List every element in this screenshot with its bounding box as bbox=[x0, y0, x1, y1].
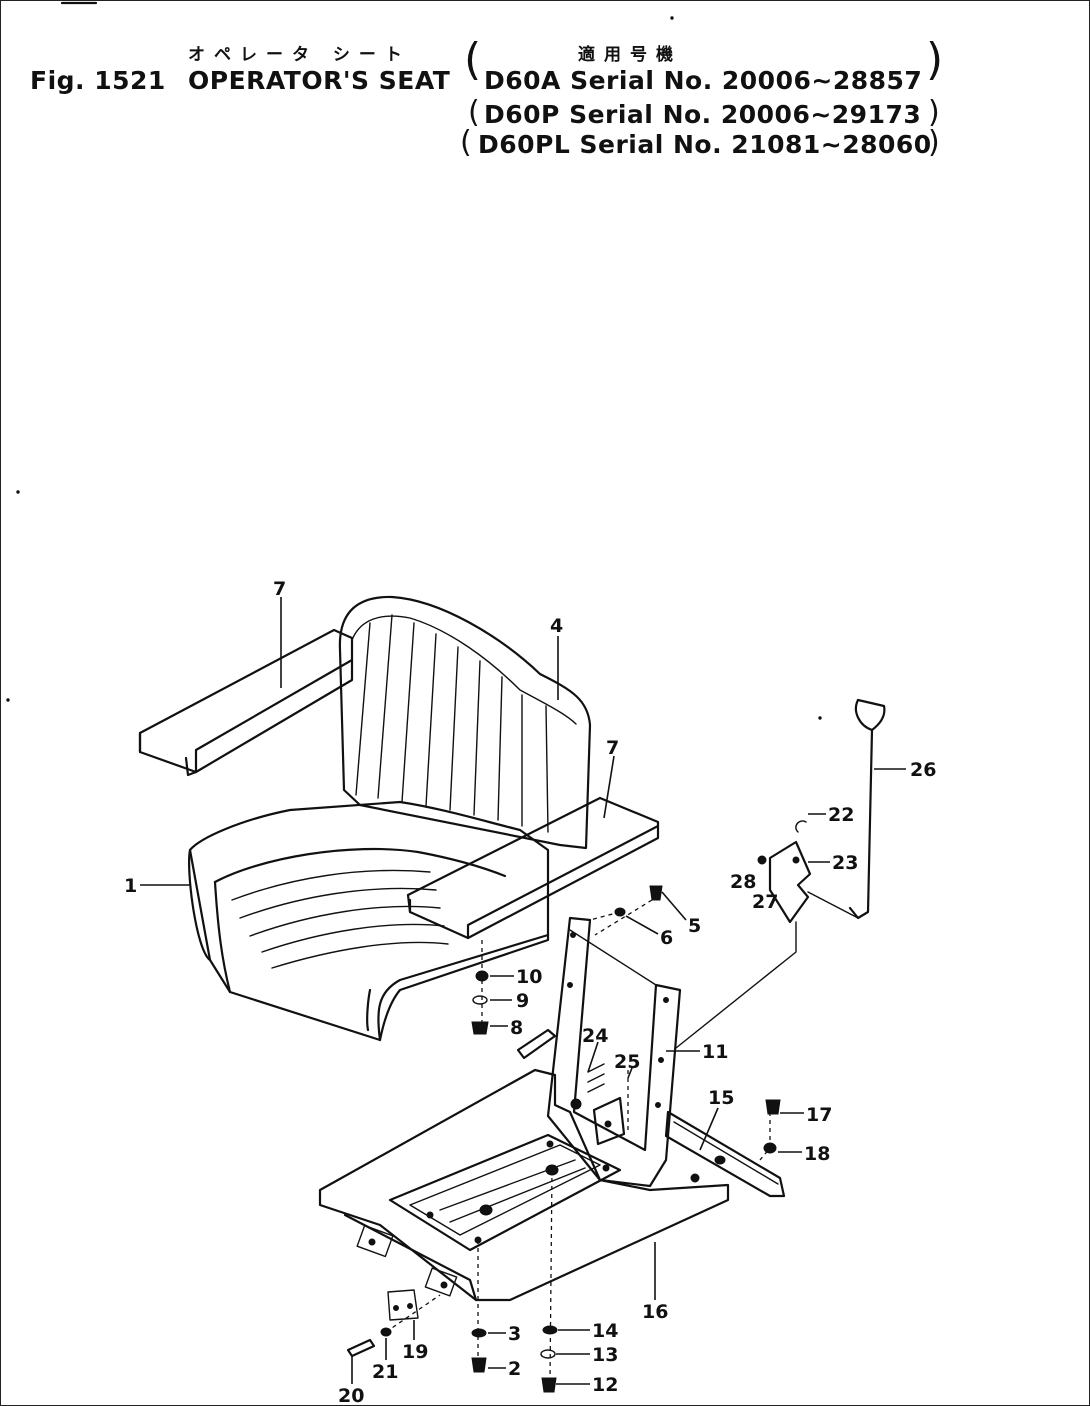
lock-bracket bbox=[570, 1063, 629, 1146]
bolt-8 bbox=[471, 1021, 489, 1035]
bracket-close: ) bbox=[926, 34, 944, 85]
callout-19: 19 bbox=[402, 1341, 428, 1363]
callout-18: 18 bbox=[804, 1143, 830, 1165]
washer-9 bbox=[472, 995, 488, 1005]
bracket-close-2: ) bbox=[928, 95, 940, 130]
callout-8: 8 bbox=[510, 1017, 523, 1039]
callout-2: 2 bbox=[508, 1358, 521, 1380]
bolt-20 bbox=[346, 1338, 376, 1358]
serial-d60a: D60A Serial No. 20006~28857 bbox=[484, 66, 923, 95]
serial-d60pl: D60PL Serial No. 21081~28060 bbox=[478, 130, 932, 159]
callout-28: 28 bbox=[730, 871, 756, 893]
callout-22: 22 bbox=[828, 804, 854, 826]
callout-10: 10 bbox=[516, 966, 542, 988]
callout-3: 3 bbox=[508, 1323, 521, 1345]
bolt-2 bbox=[471, 1357, 487, 1373]
callout-24: 24 bbox=[582, 1025, 608, 1047]
bolt-17 bbox=[765, 1099, 781, 1115]
left-armrest bbox=[138, 628, 354, 777]
callout-23: 23 bbox=[832, 852, 858, 874]
title-japanese: オペレータ シート bbox=[188, 45, 411, 65]
figure-label: Fig. 1521 bbox=[30, 66, 166, 95]
lever-bracket bbox=[757, 820, 812, 924]
callout-7-right: 7 bbox=[606, 737, 619, 759]
seat-cushion bbox=[188, 800, 550, 1042]
callout-11: 11 bbox=[702, 1041, 728, 1063]
callout-12: 12 bbox=[592, 1374, 618, 1396]
callout-7-left: 7 bbox=[273, 578, 286, 600]
seat-frame bbox=[546, 916, 682, 1188]
serial-d60p: D60P Serial No. 20006~29173 bbox=[484, 100, 922, 129]
bracket-open-2: ( bbox=[468, 95, 480, 130]
callout-16: 16 bbox=[642, 1301, 668, 1323]
callout-17: 17 bbox=[806, 1104, 832, 1126]
adjust-lever bbox=[848, 698, 886, 920]
backrest bbox=[338, 595, 592, 850]
callout-13: 13 bbox=[592, 1344, 618, 1366]
base-plate bbox=[318, 1068, 730, 1302]
callout-4: 4 bbox=[550, 615, 563, 637]
callout-15: 15 bbox=[708, 1087, 734, 1109]
bolt-5 bbox=[649, 885, 663, 901]
callout-21: 21 bbox=[372, 1361, 398, 1383]
callout-27: 27 bbox=[752, 891, 778, 913]
title-english: OPERATOR'S SEAT bbox=[188, 66, 451, 95]
applicability-japanese: 適用号機 bbox=[578, 45, 682, 65]
callout-26: 26 bbox=[910, 759, 936, 781]
assembly-lines bbox=[385, 891, 859, 1381]
washer-3 bbox=[471, 1328, 487, 1338]
right-armrest bbox=[406, 796, 660, 940]
callout-20: 20 bbox=[338, 1385, 364, 1406]
plate-19 bbox=[387, 1289, 419, 1321]
leader-lines bbox=[140, 597, 906, 1385]
callout-14: 14 bbox=[592, 1320, 618, 1342]
bolt-12 bbox=[541, 1377, 557, 1393]
bracket-open-3: ( bbox=[460, 125, 472, 160]
callout-25: 25 bbox=[614, 1051, 640, 1073]
callout-5: 5 bbox=[688, 915, 701, 937]
slide-rail bbox=[516, 1028, 786, 1198]
bracket-close-3: ) bbox=[928, 125, 940, 160]
callout-9: 9 bbox=[516, 990, 529, 1012]
header: オペレータ シート 適用号機 Fig. 1521 OPERATOR'S SEAT… bbox=[0, 0, 1090, 170]
callout-1: 1 bbox=[124, 875, 137, 897]
callout-6: 6 bbox=[660, 927, 673, 949]
bracket-open: ( bbox=[464, 34, 482, 85]
washer-13 bbox=[540, 1349, 556, 1359]
callout-labels: 1 2 3 4 5 6 7 7 8 9 10 11 12 13 14 15 16… bbox=[124, 578, 936, 1406]
